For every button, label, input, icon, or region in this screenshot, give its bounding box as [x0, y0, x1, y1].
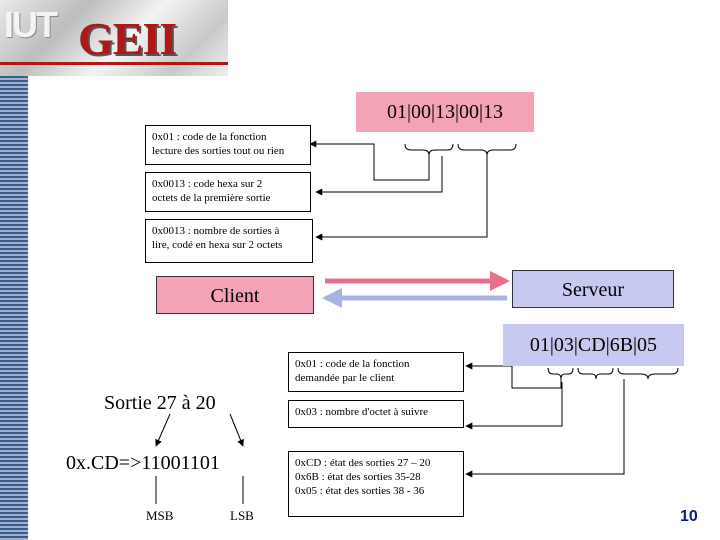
- iut-geii-logo: IUT GEII: [0, 0, 228, 76]
- response-field-function-code: 0x01 : code de la fonction demandée par …: [288, 352, 464, 392]
- response-braces: [547, 367, 679, 380]
- request-brace-start: [457, 143, 517, 156]
- outputs-title: Sortie 27 à 20: [104, 392, 216, 414]
- page-number: 10: [680, 508, 698, 525]
- field-line: 0x01 : code de la fonction: [152, 131, 267, 143]
- arrow-response-bytecount: [465, 382, 563, 430]
- field-line: lire, codé en hexa sur 2 octets: [152, 239, 283, 251]
- arrow-title-to-msb: [155, 413, 171, 447]
- arrow-function-code: [309, 140, 430, 181]
- binary-conversion: 0x.CD=>11001101: [66, 452, 220, 474]
- response-frame: 01|03|CD|6B|05: [503, 324, 684, 366]
- request-field-output-count: 0x0013 : nombre de sorties à lire, codé …: [145, 219, 313, 263]
- logo-rule: [0, 62, 228, 65]
- field-line: demandée par le client: [295, 372, 395, 384]
- msb-label: MSB: [146, 508, 174, 523]
- lsb-label: LSB: [230, 508, 254, 523]
- field-line: 0x0013 : code hexa sur 2: [152, 178, 263, 190]
- client-node: Client: [156, 276, 314, 314]
- response-field-byte-count: 0x03 : nombre d'octet à suivre: [288, 400, 464, 428]
- response-field-output-states: 0xCD : état des sorties 27 – 20 0x6B : é…: [288, 451, 464, 517]
- logo-geii-text: GEII: [78, 13, 177, 64]
- field-line: 0xCD : état des sorties 27 – 20: [295, 457, 431, 469]
- request-brace-function: [404, 143, 454, 156]
- request-field-first-output: 0x0013 : code hexa sur 2 octets de la pr…: [145, 172, 311, 212]
- field-line: 0x6B : état des sorties 35-28: [295, 471, 421, 483]
- request-field-function-code: 0x01 : code de la fonction lecture des s…: [145, 125, 311, 165]
- arrow-response-states: [465, 379, 625, 478]
- sidebar-stripes: [0, 0, 28, 540]
- arrow-first-output: [315, 156, 443, 196]
- request-frame: 01|00|13|00|13: [356, 92, 534, 132]
- server-node: Serveur: [512, 270, 674, 308]
- logo-iut-text: IUT: [4, 4, 58, 45]
- arrow-title-to-lsb: [229, 413, 244, 447]
- field-line: 0x01 : code de la fonction: [295, 358, 410, 370]
- field-line: 0x03 : nombre d'octet à suivre: [295, 406, 429, 418]
- field-line: 0x0013 : nombre de sorties à: [152, 225, 280, 237]
- arrow-output-count: [315, 155, 488, 241]
- arrow-response-function: [465, 362, 562, 389]
- field-line: 0x05 : état des sorties 38 - 36: [295, 485, 425, 497]
- field-line: octets de la première sortie: [152, 192, 271, 204]
- field-line: lecture des sorties tout ou rien: [152, 145, 285, 157]
